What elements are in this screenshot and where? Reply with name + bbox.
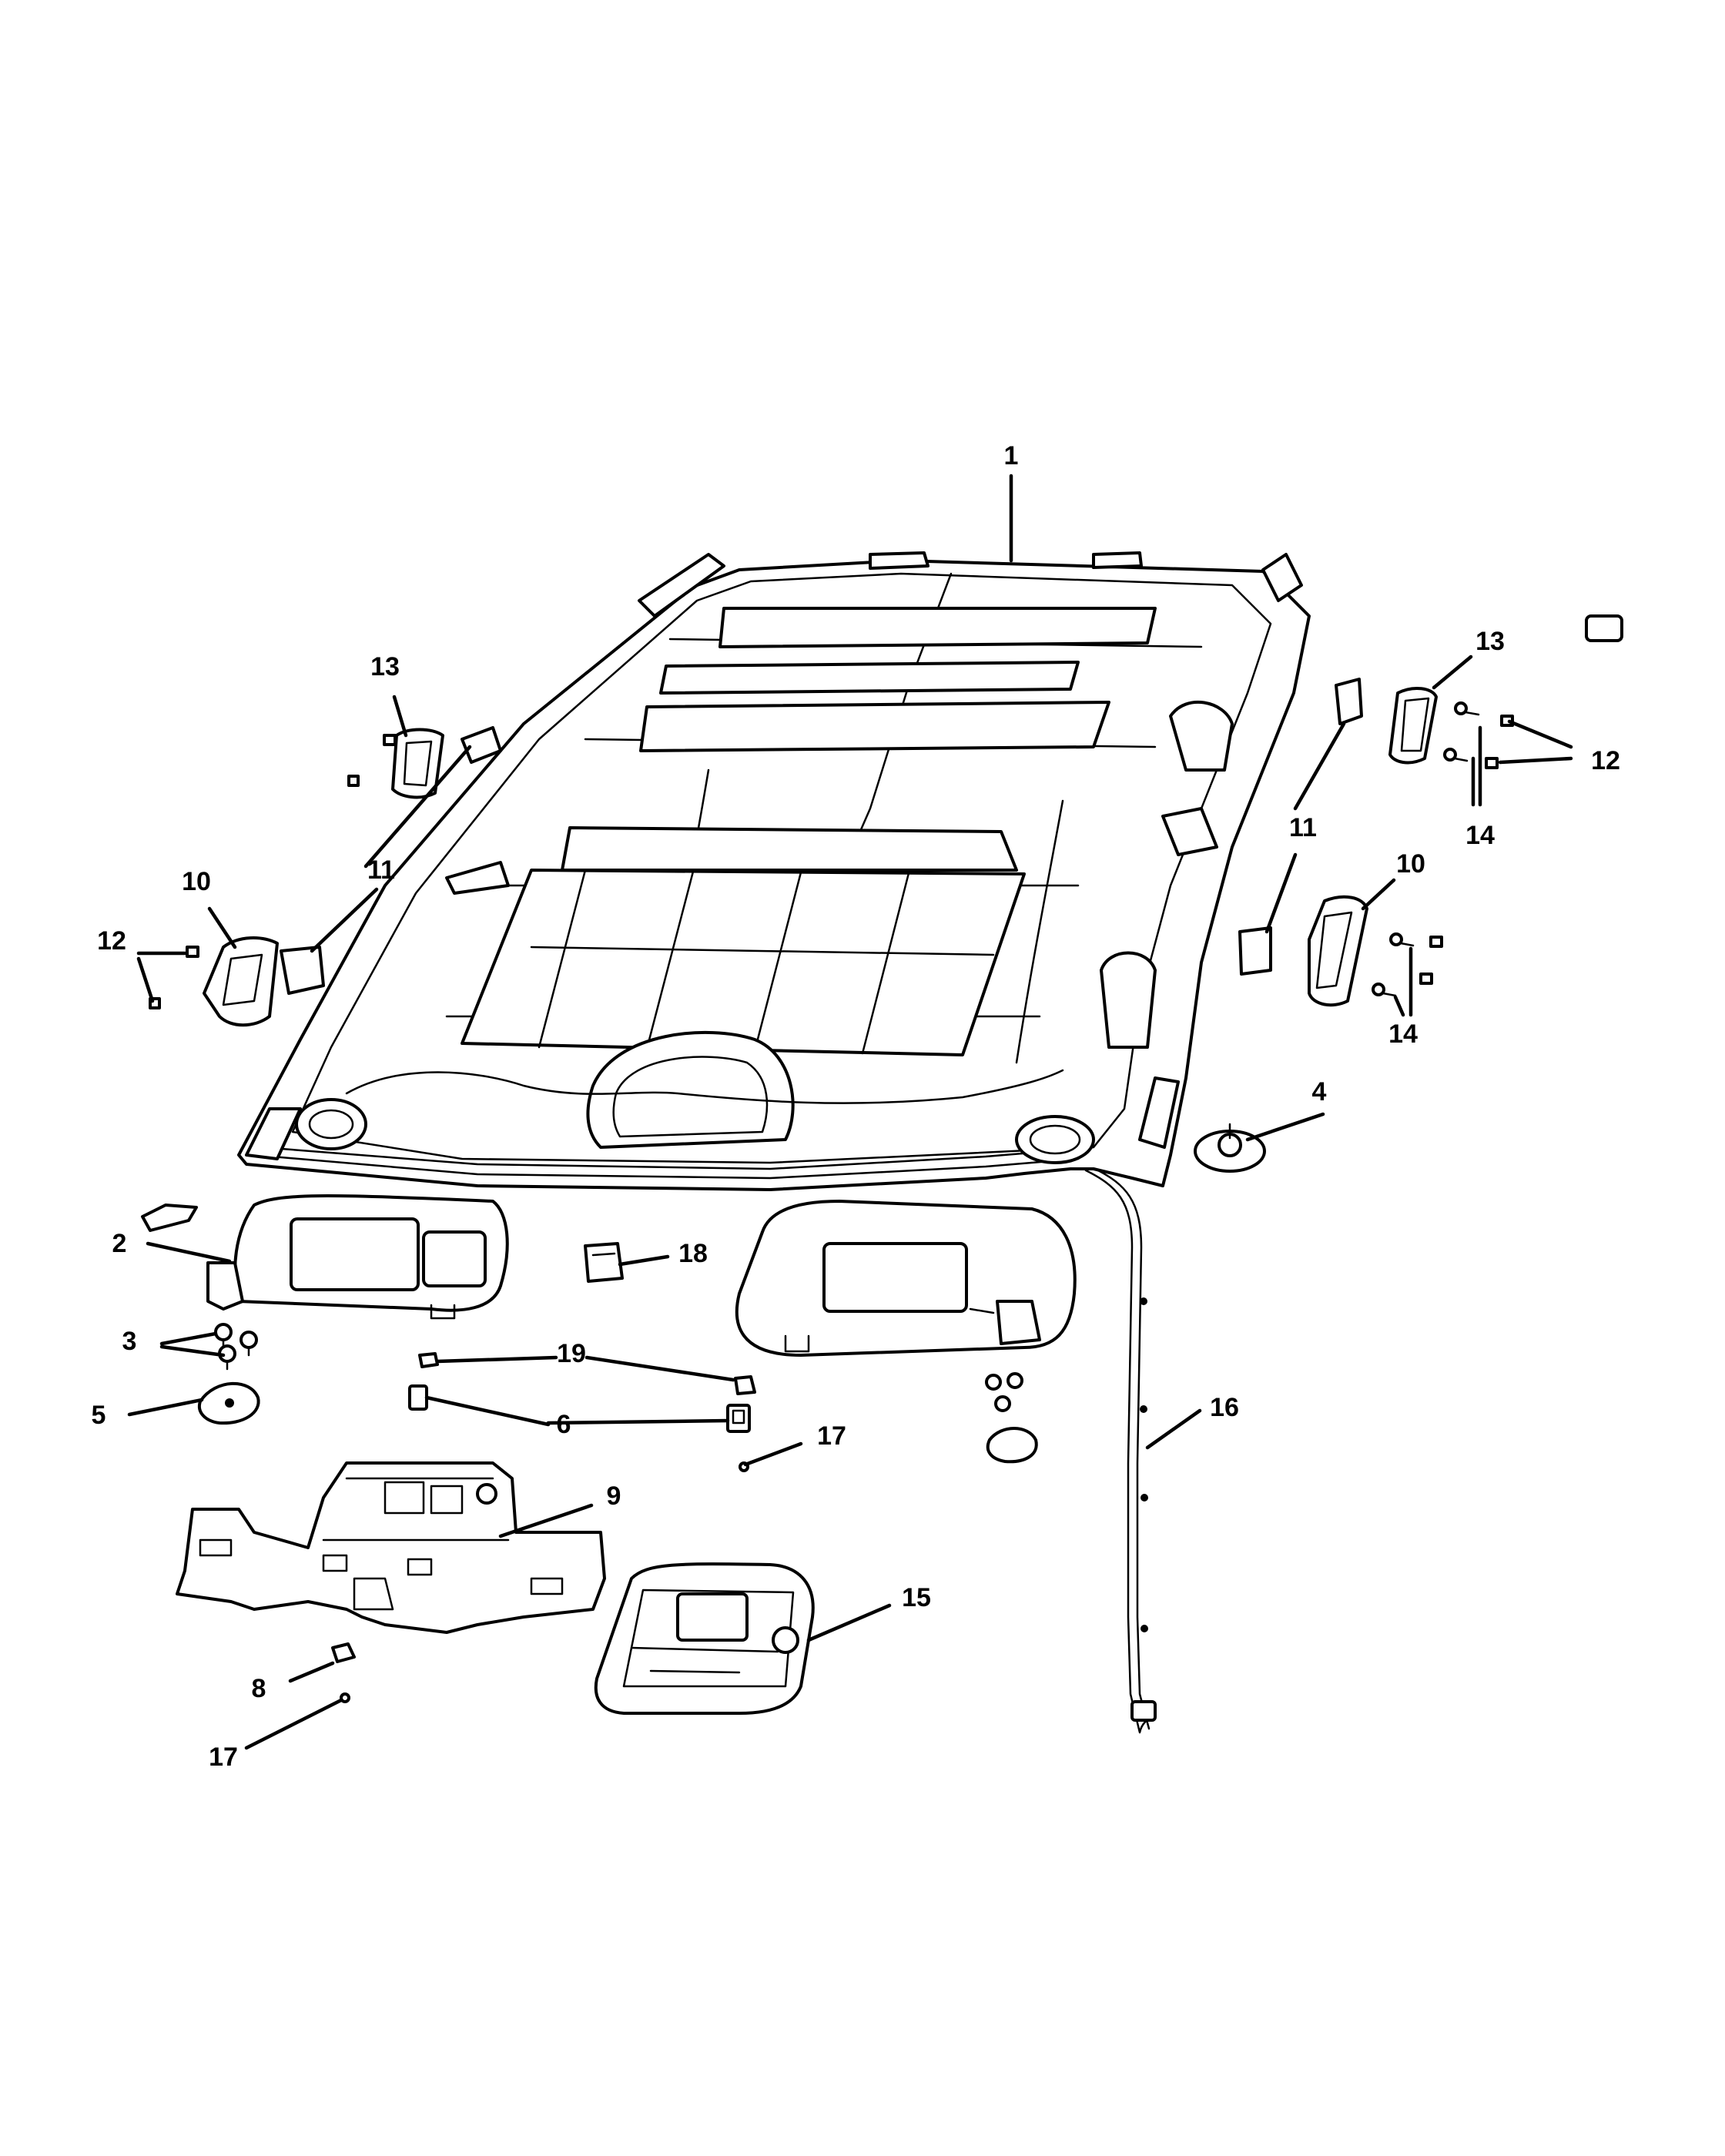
clip-8	[331, 1642, 356, 1663]
visor-screws-left	[214, 1323, 258, 1371]
callout-12-right: 12	[1591, 746, 1620, 775]
bracket-18	[584, 1242, 624, 1283]
bracket-6-right	[726, 1404, 751, 1433]
headliner	[237, 551, 1311, 1191]
grab-handle-10-right	[1308, 895, 1368, 1007]
clips-12-right	[1419, 614, 1623, 985]
overhead-console	[594, 1562, 815, 1715]
callout-4: 4	[1312, 1077, 1327, 1106]
callout-19: 19	[557, 1339, 586, 1368]
callout-15: 15	[902, 1583, 931, 1612]
pin-17-lower	[340, 1692, 350, 1703]
callout-2: 2	[112, 1229, 127, 1258]
grab-handle-13-right	[1388, 687, 1438, 765]
callout-17-upper: 17	[817, 1421, 846, 1451]
wiring-harness-16	[1084, 1167, 1157, 1734]
visor-clip-right	[1194, 1123, 1266, 1173]
coat-hook-11-left-lower	[280, 946, 325, 995]
coat-hook-11-left-upper	[461, 726, 502, 764]
screws-14-lower	[1372, 932, 1415, 997]
grab-handle-10-left	[203, 936, 279, 1027]
grab-handle-13-left	[391, 728, 444, 799]
callout-16: 16	[1210, 1393, 1239, 1422]
overhead-console-bracket	[176, 1461, 606, 1634]
bracket-6-left	[408, 1384, 428, 1411]
callout-13-right: 13	[1475, 627, 1505, 656]
callout-18: 18	[678, 1239, 708, 1268]
callout-10-left: 10	[182, 867, 211, 896]
leader-lines	[127, 474, 1573, 1750]
callout-9: 9	[607, 1481, 621, 1511]
callout-1: 1	[1004, 441, 1019, 470]
callout-14-upper: 14	[1465, 821, 1495, 850]
callout-10-right: 10	[1396, 849, 1425, 879]
clip-19-left	[418, 1352, 439, 1368]
callout-11-left: 11	[367, 855, 395, 885]
callout-13-left: 13	[370, 652, 400, 681]
clip-19-right	[734, 1375, 756, 1395]
visor-clip-center	[986, 1427, 1038, 1464]
callout-14-lower: 14	[1388, 1019, 1418, 1049]
callout-8: 8	[252, 1674, 266, 1703]
callout-3: 3	[122, 1327, 137, 1356]
screws-14-upper	[1443, 701, 1480, 762]
callout-12-left: 12	[97, 926, 126, 956]
callout-11-right: 11	[1289, 813, 1317, 842]
visor-screws-right	[985, 1372, 1023, 1412]
visor-clip-left	[197, 1381, 260, 1425]
right-sun-visor	[735, 1200, 1077, 1357]
callout-6: 6	[557, 1410, 571, 1439]
grab-handle-left-corner	[141, 1204, 198, 1232]
coat-hook-11-right-lower	[1238, 926, 1272, 976]
callout-17-lower: 17	[209, 1743, 238, 1772]
callout-5: 5	[92, 1401, 106, 1430]
left-sun-visor	[206, 1194, 509, 1320]
callout-numbers: 1 2 3 4 5 6 8 9 10 10 11 11 12 12 13 13 …	[92, 441, 1620, 1772]
coat-hook-11-right-upper	[1335, 678, 1363, 725]
